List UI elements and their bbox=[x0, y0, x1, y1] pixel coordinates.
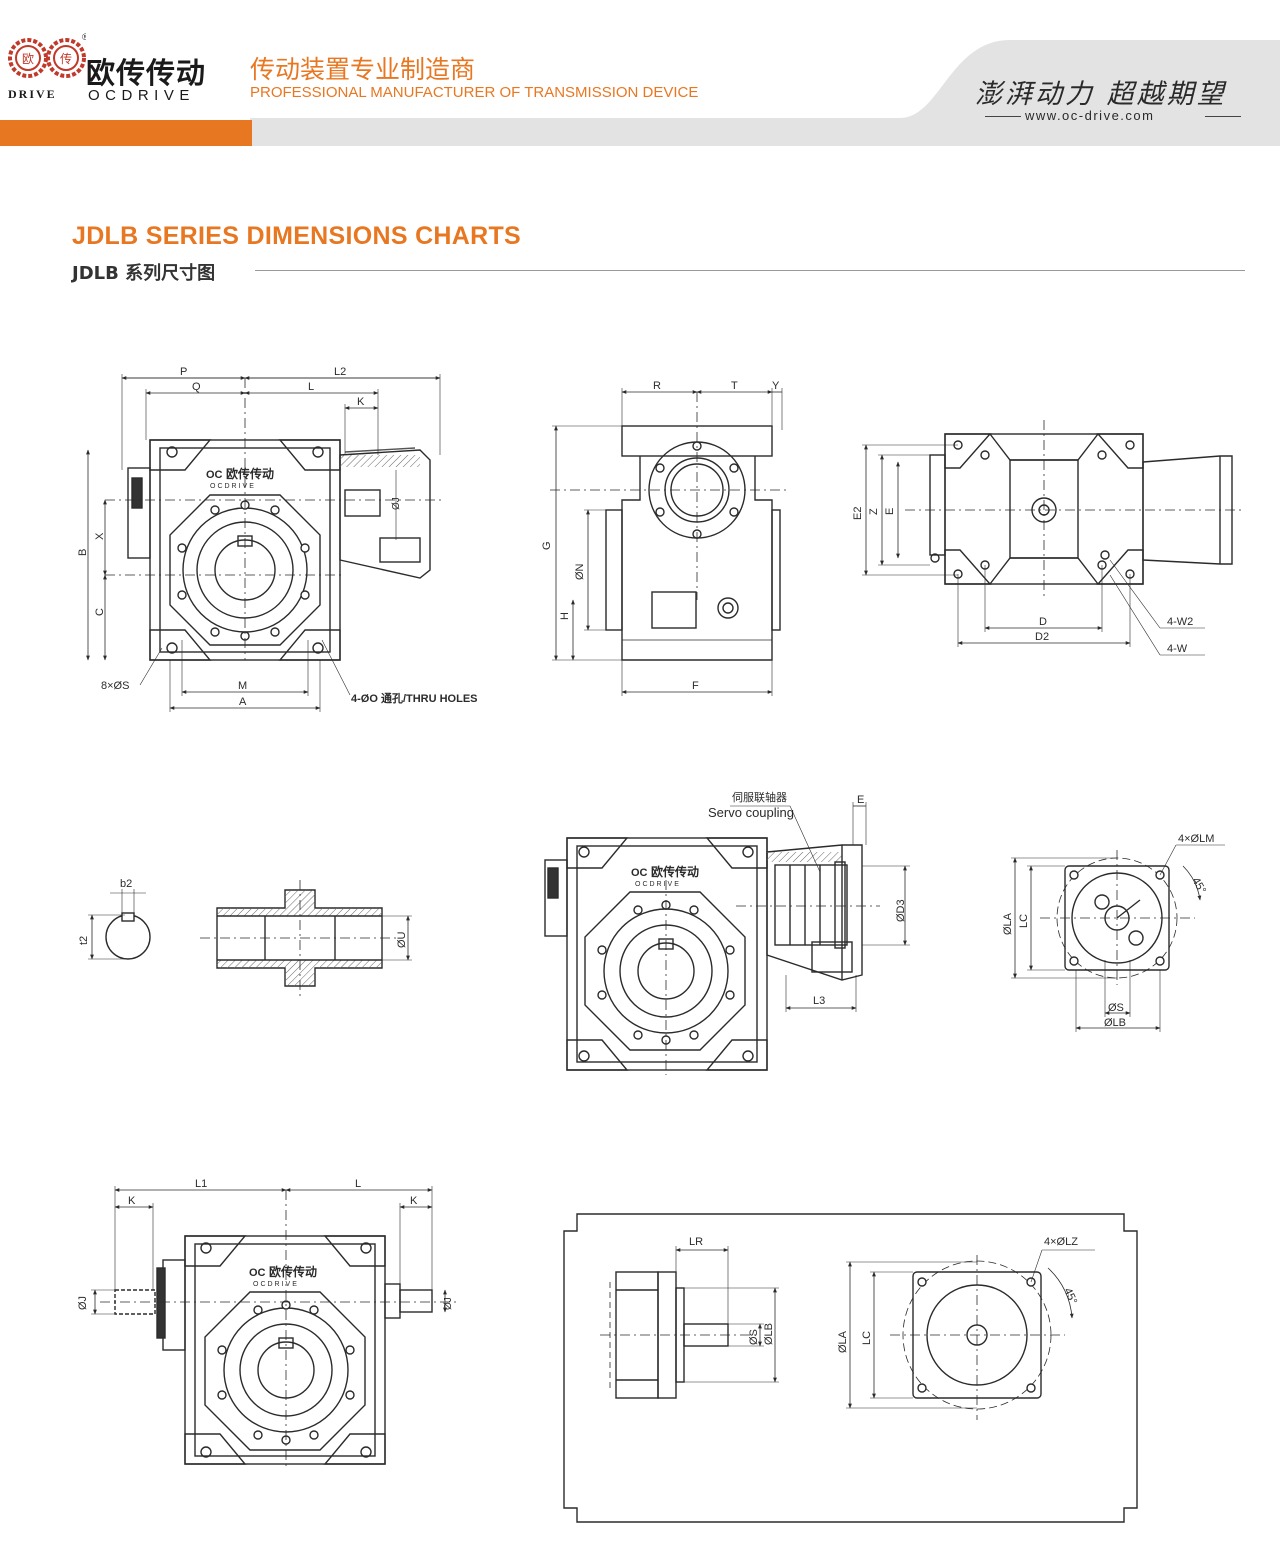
brand-name-cn: 欧传传动 bbox=[86, 56, 207, 90]
label-4xLM: 4×ØLM bbox=[1178, 833, 1214, 845]
label-8xS: 8×ØS bbox=[101, 680, 129, 692]
hollow-shaft-section-drawing bbox=[200, 880, 412, 996]
label-D3: ØD3 bbox=[895, 899, 907, 922]
label-LC: LC bbox=[1018, 914, 1030, 928]
label-K: K bbox=[357, 396, 365, 408]
label-K-left: K bbox=[128, 1195, 136, 1207]
label-coupling-E: E bbox=[857, 794, 864, 806]
label-motor-LB: ØLB bbox=[763, 1323, 775, 1345]
label-servo-coupling-cn: 伺服联轴器 bbox=[732, 790, 787, 804]
label-N: ØN bbox=[574, 563, 586, 580]
body-logo-cn-2: 欧传传动 bbox=[651, 864, 699, 879]
logo-mark-right: 传 bbox=[60, 51, 72, 66]
side-view-drawing bbox=[550, 388, 790, 696]
label-LA: ØLA bbox=[1002, 912, 1014, 935]
body-logo-en-3: OCDRIVE bbox=[253, 1281, 299, 1288]
label-motor-S: ØS bbox=[748, 1329, 760, 1345]
body-logo-mark: OC bbox=[206, 469, 223, 481]
label-Y: Y bbox=[772, 380, 780, 392]
logo-gear-icon: 欧 传 ® bbox=[8, 32, 86, 78]
label-J-right: ØJ bbox=[443, 1297, 454, 1310]
front-view-drawing bbox=[86, 374, 445, 712]
top-view-drawing bbox=[862, 420, 1245, 656]
label-L1: L1 bbox=[195, 1178, 207, 1190]
dual-shaft-view-drawing bbox=[91, 1186, 460, 1470]
label-U: ØU bbox=[396, 931, 408, 948]
label-C: C bbox=[94, 608, 106, 616]
label-A: A bbox=[239, 696, 247, 708]
label-4-W: 4-W bbox=[1167, 643, 1188, 655]
header-swoosh bbox=[0, 0, 1280, 146]
servo-coupling-view-drawing bbox=[544, 802, 910, 1075]
label-F: F bbox=[692, 680, 699, 692]
label-L: L bbox=[308, 381, 314, 393]
section-title-cn: JDLB 系列尺寸图 bbox=[72, 263, 216, 284]
tagline-en: PROFESSIONAL MANUFACTURER OF TRANSMISSIO… bbox=[250, 84, 699, 101]
keyway-drawing bbox=[88, 889, 151, 960]
label-P: P bbox=[180, 366, 187, 378]
slogan: 澎湃动力 超越期望 bbox=[975, 79, 1227, 110]
body-logo-mark-3: OC bbox=[249, 1267, 266, 1279]
label-X: X bbox=[94, 532, 106, 540]
label-LR: LR bbox=[689, 1236, 703, 1248]
label-R: R bbox=[653, 380, 661, 392]
input-flange-view-drawing bbox=[1011, 844, 1225, 1032]
label-Z: Z bbox=[868, 508, 880, 515]
label-b2: b2 bbox=[120, 878, 132, 890]
label-K-right: K bbox=[410, 1195, 418, 1207]
label-thru-holes: 4-ØO 通孔/THRU HOLES bbox=[351, 692, 478, 705]
label-G: G bbox=[541, 541, 553, 550]
label-E: E bbox=[884, 508, 896, 515]
label-D: D bbox=[1039, 616, 1047, 628]
label-J: ØJ bbox=[391, 497, 402, 510]
label-4xLZ: 4×ØLZ bbox=[1044, 1236, 1078, 1248]
logo-mark-left: 欧 bbox=[22, 52, 34, 66]
url-rule-left bbox=[985, 116, 1021, 117]
label-T: T bbox=[731, 380, 738, 392]
label-motor-LA: ØLA bbox=[837, 1330, 849, 1353]
motor-interface-drawing bbox=[563, 1213, 1138, 1523]
registered-mark: ® bbox=[82, 32, 86, 42]
label-45-deg: 45° bbox=[1189, 876, 1208, 896]
website-url: www.oc-drive.com bbox=[1025, 108, 1155, 123]
section-title-en: JDLB SERIES DIMENSIONS CHARTS bbox=[72, 222, 522, 250]
title-rule bbox=[255, 270, 1245, 271]
label-S: ØS bbox=[1108, 1002, 1124, 1014]
label-L-right: L bbox=[355, 1178, 361, 1190]
label-M: M bbox=[238, 680, 247, 692]
body-logo-cn-3: 欧传传动 bbox=[269, 1264, 317, 1279]
label-J-left: ØJ bbox=[77, 1296, 89, 1310]
label-motor-45-deg: 45° bbox=[1061, 1286, 1079, 1306]
logo-drive-text: DRIVE bbox=[8, 87, 57, 101]
label-E2: E2 bbox=[852, 507, 864, 520]
label-servo-coupling-en: Servo coupling bbox=[708, 805, 794, 820]
label-D2: D2 bbox=[1035, 631, 1049, 643]
label-H: H bbox=[559, 612, 571, 620]
label-Q: Q bbox=[192, 381, 201, 393]
label-motor-LC: LC bbox=[861, 1331, 873, 1345]
label-LB: ØLB bbox=[1104, 1017, 1126, 1029]
body-logo-en: OCDRIVE bbox=[210, 483, 256, 490]
label-B: B bbox=[77, 549, 89, 556]
url-rule-right bbox=[1205, 116, 1241, 117]
body-logo-en-2: OCDRIVE bbox=[635, 881, 681, 888]
brand-name-en: OCDRIVE bbox=[88, 87, 195, 104]
body-logo-mark-2: OC bbox=[631, 867, 648, 879]
label-L3: L3 bbox=[813, 995, 825, 1007]
tagline-cn: 传动装置专业制造商 bbox=[250, 55, 476, 84]
label-4-W2: 4-W2 bbox=[1167, 616, 1193, 628]
body-logo-cn: 欧传传动 bbox=[226, 466, 274, 481]
label-t2: t2 bbox=[78, 936, 90, 945]
label-L2: L2 bbox=[334, 366, 346, 378]
